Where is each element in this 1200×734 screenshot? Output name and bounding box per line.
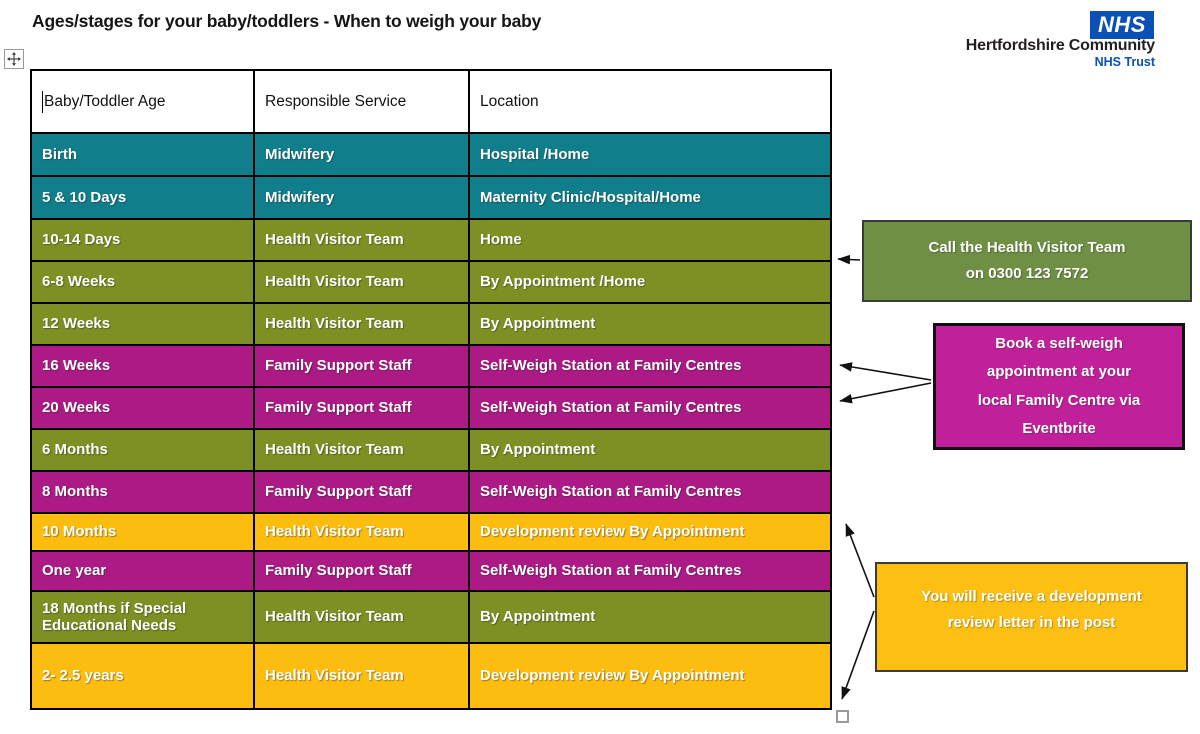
cell-age[interactable]: 6 Months bbox=[32, 430, 255, 470]
cell-service[interactable]: Family Support Staff bbox=[255, 472, 470, 512]
cell-location[interactable]: By Appointment bbox=[480, 315, 596, 333]
arrow-development-upper bbox=[845, 523, 875, 598]
logo-trust-name: NHS Trust bbox=[1094, 55, 1155, 69]
cell-service[interactable]: Health Visitor Team bbox=[255, 644, 470, 708]
page-title[interactable]: Ages/stages for your baby/toddlers - Whe… bbox=[32, 11, 542, 31]
header-service-label: Responsible Service bbox=[265, 92, 407, 110]
callout-health-visitor[interactable]: Call the Health Visitor Team on 0300 123… bbox=[862, 220, 1192, 302]
table-row-12-weeks[interactable]: 12 Weeks Health Visitor Team By Appointm… bbox=[32, 302, 830, 344]
callout-line: You will receive a development bbox=[921, 588, 1142, 605]
cell-age[interactable]: 5 & 10 Days bbox=[32, 177, 255, 218]
cell-age[interactable]: 20 Weeks bbox=[32, 388, 255, 428]
cell-service[interactable]: Midwifery bbox=[255, 134, 470, 175]
cell-age[interactable]: 2- 2.5 years bbox=[32, 644, 255, 708]
table-row-birth[interactable]: Birth Midwifery Hospital /Home bbox=[32, 132, 830, 175]
table-row-one-year[interactable]: One year Family Support Staff Self-Weigh… bbox=[32, 550, 830, 590]
cell-service[interactable]: Health Visitor Team bbox=[255, 220, 470, 260]
arrow-self-weigh-lower bbox=[839, 382, 932, 404]
cell-age[interactable]: 10 Months bbox=[32, 514, 255, 550]
cell-location[interactable]: By Appointment bbox=[480, 441, 596, 459]
table-row-10-months[interactable]: 10 Months Health Visitor Team Developmen… bbox=[32, 512, 830, 550]
callout-self-weigh[interactable]: Book a self-weigh appointment at your lo… bbox=[933, 323, 1185, 450]
cell-service[interactable]: Family Support Staff bbox=[255, 388, 470, 428]
callout-line: appointment at your bbox=[986, 363, 1132, 380]
text-cursor bbox=[42, 90, 43, 113]
cell-location[interactable]: Self-Weigh Station at Family Centres bbox=[480, 483, 742, 501]
cell-location[interactable]: By Appointment bbox=[480, 608, 596, 626]
callout-line: Call the Health Visitor Team bbox=[928, 239, 1126, 256]
cell-age[interactable]: 8 Months bbox=[32, 472, 255, 512]
table-row-16-weeks[interactable]: 16 Weeks Family Support Staff Self-Weigh… bbox=[32, 344, 830, 386]
header-service[interactable]: Responsible Service bbox=[255, 71, 470, 132]
cell-age[interactable]: 10-14 Days bbox=[32, 220, 255, 260]
four-way-arrow-icon bbox=[7, 52, 21, 66]
table-row-18-months[interactable]: 18 Months if Special Educational Needs H… bbox=[32, 590, 830, 642]
logo-org-name: Hertfordshire Community bbox=[965, 37, 1155, 54]
cell-location[interactable]: Development review By Appointment bbox=[480, 667, 745, 685]
table-row-5-10-days[interactable]: 5 & 10 Days Midwifery Maternity Clinic/H… bbox=[32, 175, 830, 218]
arrow-development-lower bbox=[841, 610, 875, 700]
cell-age[interactable]: 6-8 Weeks bbox=[32, 262, 255, 302]
table-row-8-months[interactable]: 8 Months Family Support Staff Self-Weigh… bbox=[32, 470, 830, 512]
cell-service[interactable]: Midwifery bbox=[255, 177, 470, 218]
cell-location[interactable]: Self-Weigh Station at Family Centres bbox=[480, 399, 742, 417]
ages-stages-table: Baby/Toddler Age Responsible Service Loc… bbox=[30, 69, 832, 710]
callout-line: local Family Centre via bbox=[977, 391, 1141, 409]
cell-service[interactable]: Health Visitor Team bbox=[255, 430, 470, 470]
callout-line: on 0300 123 7572 bbox=[965, 265, 1089, 282]
nhs-logo: NHS bbox=[1090, 11, 1154, 39]
table-resize-handle[interactable] bbox=[836, 710, 849, 723]
header-age[interactable]: Baby/Toddler Age bbox=[32, 71, 255, 132]
cell-age[interactable]: 18 Months if Special Educational Needs bbox=[32, 592, 255, 642]
cell-age[interactable]: Birth bbox=[32, 134, 255, 175]
cell-age[interactable]: 16 Weeks bbox=[32, 346, 255, 386]
table-row-10-14-days[interactable]: 10-14 Days Health Visitor Team Home bbox=[32, 218, 830, 260]
cell-location[interactable]: Development review By Appointment bbox=[480, 523, 745, 541]
cell-service[interactable]: Health Visitor Team bbox=[255, 262, 470, 302]
arrow-health-visitor bbox=[837, 254, 861, 265]
table-row-2-2.5-years[interactable]: 2- 2.5 years Health Visitor Team Develop… bbox=[32, 642, 830, 708]
header-location[interactable]: Location bbox=[470, 71, 830, 132]
table-move-handle-icon[interactable] bbox=[4, 49, 24, 69]
cell-service[interactable]: Health Visitor Team bbox=[255, 514, 470, 550]
arrow-self-weigh-upper bbox=[839, 362, 932, 381]
callout-development-review[interactable]: You will receive a development review le… bbox=[875, 562, 1188, 672]
cell-location[interactable]: Self-Weigh Station at Family Centres bbox=[480, 357, 742, 375]
cell-service[interactable]: Family Support Staff bbox=[255, 552, 470, 590]
callout-line: review letter in the post bbox=[947, 614, 1116, 631]
callout-line: Eventbrite bbox=[1022, 420, 1096, 437]
cell-location[interactable]: Self-Weigh Station at Family Centres bbox=[480, 562, 742, 580]
cell-age[interactable]: 12 Weeks bbox=[32, 304, 255, 344]
cell-location[interactable]: Home bbox=[480, 231, 522, 249]
header-location-label: Location bbox=[480, 92, 539, 110]
header-age-label: Baby/Toddler Age bbox=[44, 92, 166, 110]
cell-service[interactable]: Family Support Staff bbox=[255, 346, 470, 386]
table-header-row: Baby/Toddler Age Responsible Service Loc… bbox=[32, 71, 830, 132]
table-row-6-months[interactable]: 6 Months Health Visitor Team By Appointm… bbox=[32, 428, 830, 470]
cell-service[interactable]: Health Visitor Team bbox=[255, 304, 470, 344]
cell-location[interactable]: By Appointment /Home bbox=[480, 273, 646, 291]
cell-location[interactable]: Maternity Clinic/Hospital/Home bbox=[480, 188, 701, 206]
callout-line: Book a self-weigh bbox=[995, 334, 1123, 352]
table-row-20-weeks[interactable]: 20 Weeks Family Support Staff Self-Weigh… bbox=[32, 386, 830, 428]
cell-location[interactable]: Hospital /Home bbox=[480, 145, 590, 163]
cell-service[interactable]: Health Visitor Team bbox=[255, 592, 470, 642]
cell-age[interactable]: One year bbox=[32, 552, 255, 590]
table-row-6-8-weeks[interactable]: 6-8 Weeks Health Visitor Team By Appoint… bbox=[32, 260, 830, 302]
